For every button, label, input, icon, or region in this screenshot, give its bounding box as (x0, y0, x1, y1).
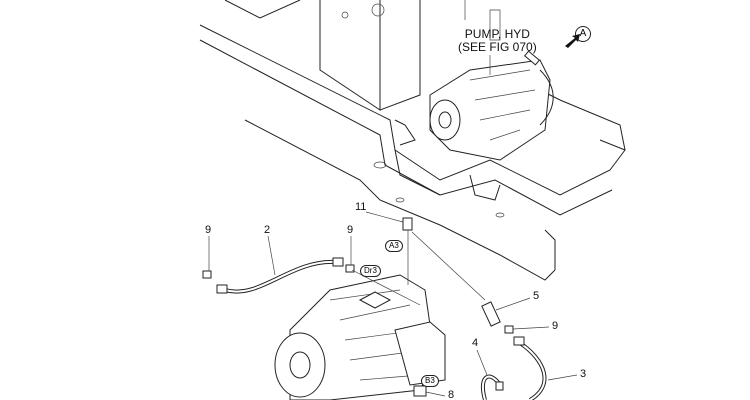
frame-structure (199, 0, 626, 281)
fitting-11 (402, 217, 486, 301)
hose-3 (513, 336, 547, 400)
fitting-8 (413, 385, 427, 397)
callout-9: 9 (205, 224, 212, 236)
callout-3: 3 (580, 368, 587, 380)
callout-8: 8 (448, 389, 455, 400)
sleeve-5 (481, 301, 514, 334)
callout-9: 9 (552, 320, 559, 332)
callout-4: 4 (472, 337, 479, 349)
view-marker-a: A (575, 26, 591, 42)
lower-pump (274, 274, 446, 400)
title-line-2: (SEE FIG 070) (458, 40, 537, 54)
title-line-1: PUMP, HYD (464, 27, 530, 41)
callout-9: 9 (347, 224, 354, 236)
pump-reference-label: PUMP, HYD (SEE FIG 070) (458, 28, 537, 54)
port-label-b3: B3 (421, 375, 439, 387)
port-label-a3: A3 (385, 240, 403, 252)
callout-11: 11 (355, 201, 367, 213)
upper-pump (429, 50, 554, 161)
hose-4 (480, 374, 504, 400)
hose-2 (202, 257, 421, 306)
leader-lines (208, 55, 578, 397)
callout-2: 2 (264, 224, 271, 236)
port-label-dr3: Dr3 (360, 265, 381, 277)
callout-5: 5 (533, 290, 540, 302)
